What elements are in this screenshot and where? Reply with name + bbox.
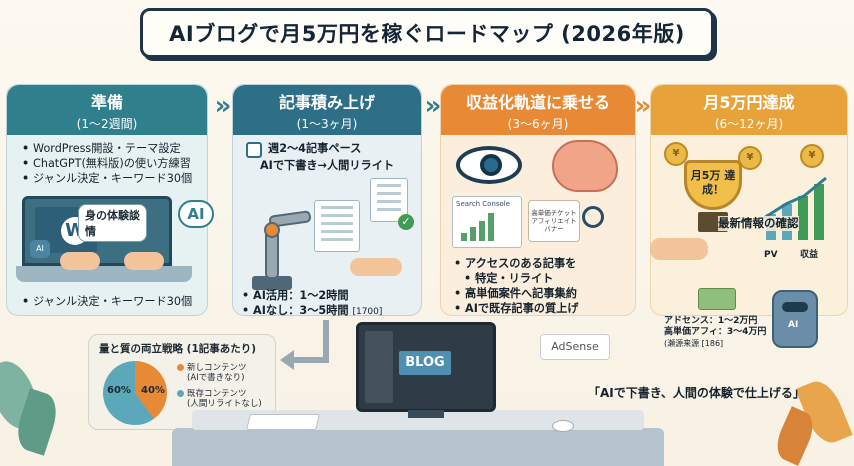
income-line: 高単価アフィ：3〜4万円 [664,327,767,337]
income-line: (瀬源来源 [186] [664,339,724,348]
stage-bullets: AI活用：1〜2時間 AIなし：3〜5時間 [1700] [242,288,382,320]
stage-bullets-bottom: ジャンル決定・キーワード30個 [22,294,192,309]
bullet-text: AIなし：3〜5時間 [253,304,349,317]
keyboard [16,266,192,282]
growth-chart-icon [763,176,827,240]
legend-sublabel: (AIで書きなり) [187,373,245,383]
stage-title: 準備 [90,92,123,112]
bullet-item: 特定・リライト [454,271,579,286]
bubble-text: 情 [85,225,96,238]
hand-illustration [124,252,164,270]
bullet-item: AI活用：1〜2時間 [242,288,382,303]
legend-item: 新しコンテンツ (AIで書きなり) [177,363,247,383]
legend-swatch [177,390,184,397]
stage-period: (1〜3ヶ月) [296,116,358,131]
stage-title: 月5万円達成 [703,92,795,112]
eye-icon [456,146,522,184]
arrow-icon: » [634,91,652,121]
bullet-item: AIで既存記事の質上げ [454,301,579,316]
brain-icon [552,140,618,192]
trophy-icon: 月5万 達成！ [684,160,742,210]
citation-note: [1700] [352,307,383,317]
document-icon [314,200,360,252]
task-text: AIで下書き→人間リライト [260,159,395,172]
robot-arm-illustration [252,210,311,290]
legend-sublabel: (人間リライトなし) [187,399,262,409]
chart-label-revenue: 収益 [800,250,819,260]
return-arrow-icon [280,320,329,370]
bullet-item: WordPress開設・テーマ設定 [22,141,192,156]
bullet-item: アクセスのある記事を [454,256,579,271]
stage-title: 記事積み上げ [278,92,375,112]
bullet-item: ジャンル決定・キーワード30個 [22,294,192,309]
title-banner: AIブログで月5万円を稼ぐロードマップ (2026年版) [140,8,714,58]
monitor-sidebar [365,331,393,403]
bullet-item: ChatGPT(無料版)の使い方練習 [22,156,192,171]
bullet-item: ジャンル決定・キーワード30個 [22,171,192,186]
stage-period: (3〜6ヶ月) [507,116,569,131]
robot-label: AI [788,320,799,330]
cash-icon [698,288,736,310]
pie-label: 40% [141,385,165,396]
adsense-logo: AdSense [540,334,610,360]
coin-icon: ¥ [738,146,762,170]
stage-header: 月5万円達成 (6〜12ヶ月) [651,85,847,135]
stage-period: (6〜12ヶ月) [714,116,784,131]
monitor-stand [408,410,444,418]
mouse-icon [552,420,574,432]
robot-icon: AI [30,240,50,258]
calendar-icon [246,142,262,158]
motto-quote: 「AIで下書き、人間の体験で仕上げる」 [588,386,805,400]
stage-title: 収益化軌道に乗せる [465,92,610,112]
experience-bubble: 身の体験談情 [78,204,147,242]
stage-bullets: アクセスのある記事を 特定・リライト 高単価案件へ記事集約 AIで既存記事の質上… [454,256,579,316]
affiliate-banner: 高単価チケット アフィリエイト バナー [528,200,580,242]
arrow-icon: » [424,91,442,121]
pie-label: 60% [107,385,131,396]
page-title: AIブログで月5万円を稼ぐロードマップ (2026年版) [169,22,685,46]
hand-illustration [60,252,100,270]
legend-label: 新しコンテンツ [187,363,247,373]
bubble-text: 身の体験談 [85,209,140,222]
legend-swatch [177,364,184,371]
strategy-pie-chart: 60% 40% [103,361,167,425]
ai-speech-icon: AI [178,200,214,228]
blog-label: BLOG [399,351,451,375]
bullet-text: 特定・リライト [475,272,554,285]
stage-period: (1〜2週間) [76,116,138,131]
robot-illustration: AI [772,290,818,348]
hand-illustration [650,238,708,260]
coin-icon: ¥ [800,144,824,168]
check-icon: ✓ [398,214,414,230]
income-line: アドセンス：1〜2万円 [664,316,758,326]
latest-info-label: 最新情報の確認 [718,216,799,231]
notebook-icon [246,414,320,430]
bullet-item: AIなし：3〜5時間 [1700] [242,303,382,320]
search-console-panel: Search Console [452,196,522,248]
strategy-title: 量と質の両立戦略 (1記事あたり) [99,343,257,355]
bar-graph-icon [461,213,494,241]
arrow-icon: » [214,91,232,121]
search-console-label: Search Console [456,200,511,208]
stage-header: 準備 (1〜2週間) [7,85,207,135]
legend-item: 既存コンテンツ (人間リライトなし) [177,389,262,409]
stage-header: 収益化軌道に乗せる (3〜6ヶ月) [441,85,635,135]
monitor-illustration: BLOG [356,322,496,412]
strategy-panel: 量と質の両立戦略 (1記事あたり) 60% 40% 新しコンテンツ (AIで書き… [88,334,276,430]
robot-eyes [782,302,808,312]
bullet-item: 高単価案件へ記事集約 [454,286,579,301]
desk-front [172,428,664,466]
legend-label: 既存コンテンツ [187,389,247,399]
stage-header: 記事積み上げ (1〜3ヶ月) [233,85,421,135]
chart-label-pv: PV [764,250,778,260]
magnifier-icon [582,206,604,228]
task-text: 週2〜4記事ペース [268,142,362,155]
hand-with-pen-illustration [350,258,402,276]
stage-bullets: WordPress開設・テーマ設定 ChatGPT(無料版)の使い方練習 ジャン… [22,141,192,186]
income-breakdown: アドセンス：1〜2万円 高単価アフィ：3〜4万円 (瀬源来源 [186] [664,316,766,349]
